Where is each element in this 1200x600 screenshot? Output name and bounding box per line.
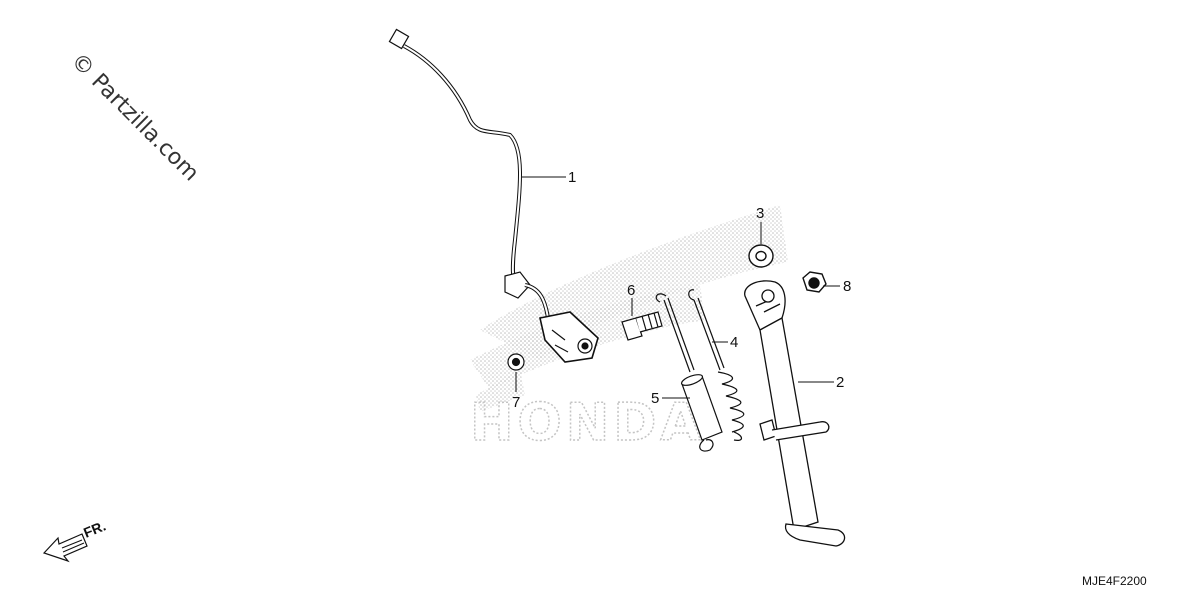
callout-1: 1 xyxy=(568,169,576,186)
part-2-side-stand xyxy=(745,281,845,546)
background-wing-logo xyxy=(470,205,788,412)
callout-3: 3 xyxy=(756,205,764,222)
callout-5: 5 xyxy=(651,390,659,407)
callout-7: 7 xyxy=(512,394,520,411)
part-5-spring xyxy=(656,294,722,451)
part-3-washer xyxy=(749,245,773,267)
callout-2: 2 xyxy=(836,374,844,391)
callout-6: 6 xyxy=(627,282,635,299)
part-6-bolt xyxy=(622,312,662,340)
part-4-spring xyxy=(689,290,744,441)
part-8-nut xyxy=(803,272,826,292)
background-logo-text: HONDA xyxy=(470,393,705,453)
wire-connector xyxy=(389,29,408,48)
callout-4: 4 xyxy=(730,334,738,351)
watermark-text: © Partzilla.com xyxy=(66,49,204,187)
diagram-code: MJE4F2200 xyxy=(1082,574,1147,588)
front-direction-label: FR. xyxy=(81,517,108,540)
part-1-sidestand-switch xyxy=(389,29,598,362)
callout-8: 8 xyxy=(843,278,851,295)
leader-lines xyxy=(515,176,840,399)
part-7-bolt xyxy=(508,354,524,370)
front-direction-arrow-icon xyxy=(42,533,88,563)
